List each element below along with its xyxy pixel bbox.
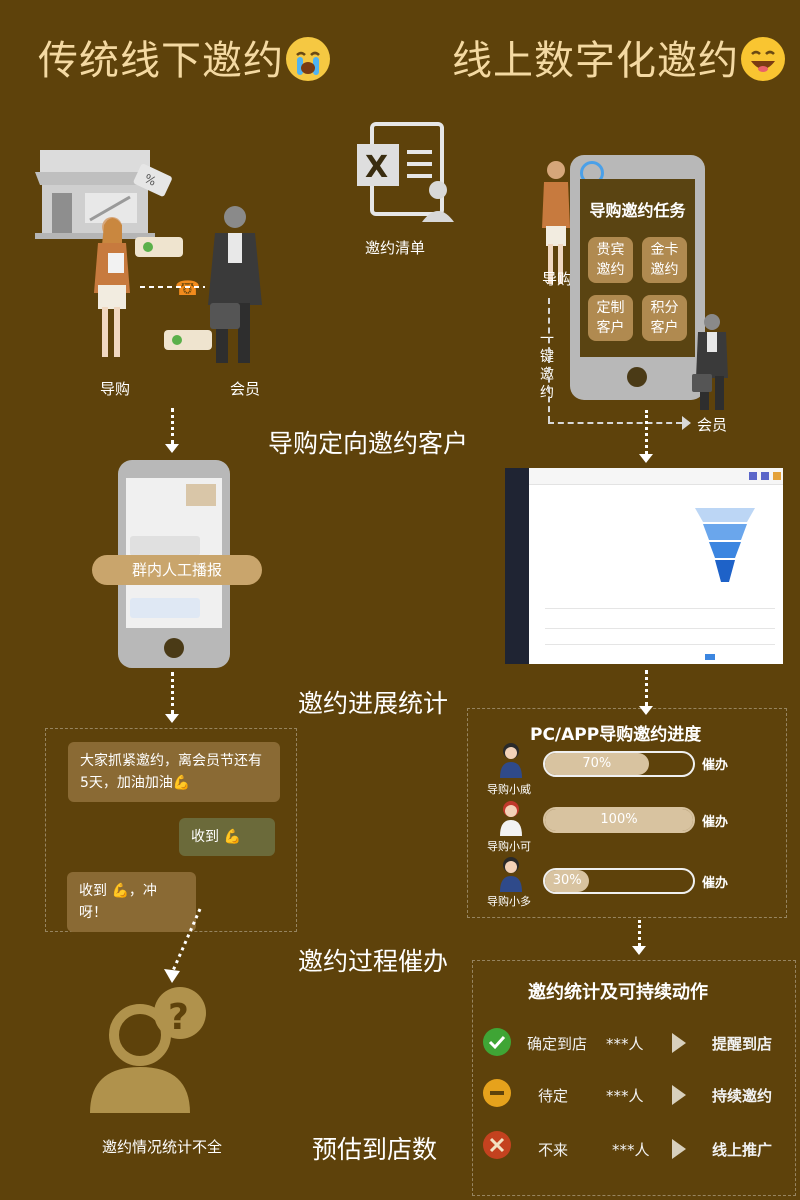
progress-bar-fill: 30% <box>545 870 590 892</box>
svg-text:%: % <box>142 171 158 189</box>
task-phone-screen: 导购邀约任务 贵宾邀约 金卡邀约 定制客户 积分客户 <box>580 179 695 357</box>
progress-bar: 30% <box>543 868 695 894</box>
chat-message-2: 收到 💪 <box>179 818 275 856</box>
chat-message-3: 收到 💪，冲呀！ <box>67 872 196 932</box>
left-title: 传统线下邀约 <box>38 28 330 86</box>
guide-avatar-icon <box>500 743 522 778</box>
guide-woman-icon <box>94 217 130 357</box>
flow-arrow-diagonal <box>164 908 202 983</box>
flow-arrow-icon <box>639 454 653 463</box>
guide-name: 导购小多 <box>487 895 531 908</box>
chat-bubble-icon <box>135 237 183 257</box>
discount-tag-icon: % <box>133 163 172 197</box>
svg-text:X: X <box>365 150 388 185</box>
connector-line <box>548 298 550 422</box>
group-chat-screen <box>126 478 222 628</box>
flow-arrow-line <box>638 920 641 946</box>
progress-bar: 100% <box>543 807 695 833</box>
remind-button[interactable]: 催办 <box>702 876 729 891</box>
tile-custom-customer[interactable]: 定制客户 <box>588 295 633 341</box>
right-guide-label: 导购 <box>542 270 573 288</box>
store-icon <box>35 150 155 239</box>
flow-arrow-icon <box>165 714 179 723</box>
action-continue-invite[interactable]: 持续邀约 <box>712 1087 773 1105</box>
progress-bar: 70% <box>543 751 695 777</box>
flow-arrow-icon <box>639 706 653 715</box>
flow-arrow-line <box>171 672 174 714</box>
flow-arrow-line <box>645 410 648 454</box>
flow-arrow-line <box>171 408 174 444</box>
guide-name: 导购小威 <box>487 783 531 796</box>
member-man-icon <box>208 206 262 363</box>
arrow-right-icon <box>672 1085 686 1105</box>
connector-arrow-icon <box>682 416 691 430</box>
status-count: ***人 <box>606 1087 644 1105</box>
incomplete-stats-label: 邀约情况统计不全 <box>102 1138 223 1156</box>
guide-avatar-icon <box>500 801 522 836</box>
left-title-text: 传统线下邀约 <box>38 38 284 84</box>
flow-arrow-icon <box>632 946 646 955</box>
status-count: ***人 <box>606 1035 644 1053</box>
minus-icon <box>483 1079 511 1107</box>
remind-button[interactable]: 催办 <box>702 815 729 830</box>
progress-bar-fill: 70% <box>545 753 649 775</box>
progress-bar-fill: 100% <box>545 809 693 831</box>
smiling-face-icon <box>741 37 785 81</box>
home-button <box>164 638 184 658</box>
stats-panel-title: 邀约统计及可持续动作 <box>528 982 708 1003</box>
arrow-right-icon <box>672 1033 686 1053</box>
stats-panel <box>472 960 796 1196</box>
flow-arrow-line <box>645 670 648 706</box>
action-remind-visit[interactable]: 提醒到店 <box>712 1035 773 1053</box>
remind-button[interactable]: 催办 <box>702 758 729 773</box>
status-confirmed: 确定到店 <box>527 1035 588 1053</box>
chat-message-1: 大家抓紧邀约，离会员节还有5天，加油加油💪 <box>68 742 280 802</box>
progress-panel <box>467 708 787 918</box>
dashboard-screenshot <box>505 468 783 664</box>
step-label-targeted-invite: 导购定向邀约客户 <box>268 429 469 458</box>
store-scene-illustration: % ☎ <box>35 150 262 363</box>
one-click-invite-label: 一键邀约 <box>540 331 554 401</box>
svg-text:?: ? <box>168 997 189 1038</box>
cross-icon <box>483 1131 511 1159</box>
tile-vip-invite[interactable]: 贵宾邀约 <box>588 237 633 283</box>
right-title: 线上数字化邀约 <box>452 28 785 86</box>
right-guide-woman-icon <box>542 161 570 284</box>
tile-points-customer[interactable]: 积分客户 <box>642 295 687 341</box>
status-not-coming: 不来 <box>538 1141 569 1159</box>
guide-avatar-icon <box>500 857 522 892</box>
check-icon <box>483 1028 511 1056</box>
right-title-text: 线上数字化邀约 <box>452 38 739 84</box>
group-broadcast-banner: 群内人工播报 <box>92 555 262 585</box>
left-guide-label: 导购 <box>100 380 131 398</box>
step-label-process-reminder: 邀约过程催办 <box>298 947 449 976</box>
step-label-progress-stats: 邀约进展统计 <box>298 689 449 718</box>
chat-bubble-icon <box>164 330 212 350</box>
invitation-list-label: 邀约清单 <box>365 239 426 257</box>
status-count: ***人 <box>612 1141 650 1159</box>
dashboard-sidebar <box>505 468 529 664</box>
funnel-chart <box>695 508 755 582</box>
step-label-estimated-visits: 预估到店数 <box>312 1135 438 1164</box>
connector-line <box>548 422 682 424</box>
status-pending: 待定 <box>538 1087 569 1105</box>
action-online-promotion[interactable]: 线上推广 <box>712 1141 773 1159</box>
arrow-right-icon <box>672 1139 686 1159</box>
task-phone: 导购邀约任务 贵宾邀约 金卡邀约 定制客户 积分客户 <box>570 155 705 400</box>
dashboard-header <box>529 468 783 485</box>
right-member-label: 会员 <box>697 416 728 434</box>
home-button <box>627 367 647 387</box>
crying-face-icon <box>286 37 330 81</box>
tile-gold-card-invite[interactable]: 金卡邀约 <box>642 237 687 283</box>
excel-list-icon: X <box>357 122 454 222</box>
confused-person-icon: ? <box>90 987 206 1113</box>
right-member-man-icon <box>692 314 728 410</box>
task-phone-title: 导购邀约任务 <box>589 201 686 220</box>
guide-name: 导购小可 <box>487 840 531 853</box>
flow-arrow-icon <box>165 444 179 453</box>
progress-panel-title: PC/APP导购邀约进度 <box>530 725 702 745</box>
left-member-label: 会员 <box>230 380 261 398</box>
